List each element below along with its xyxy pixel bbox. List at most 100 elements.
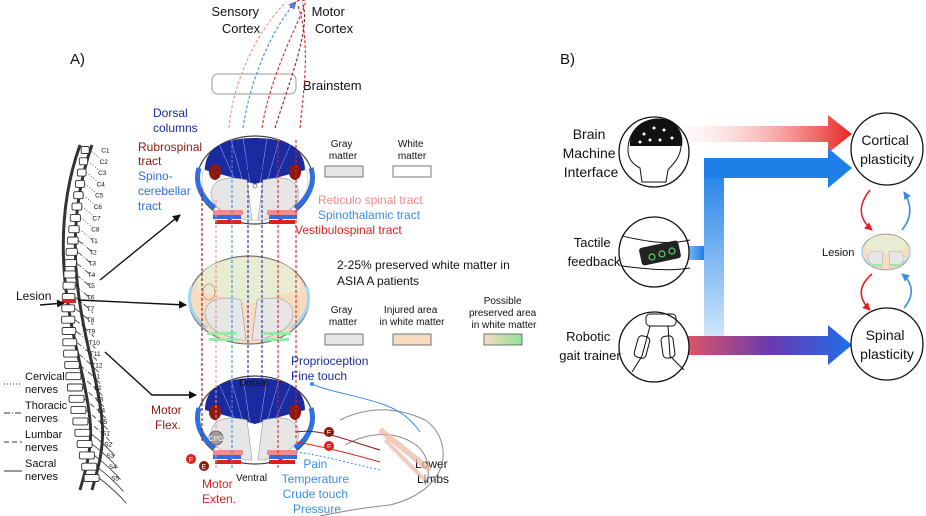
spinal-nerve bbox=[98, 477, 127, 504]
rubrospinal-label: Rubrospinal tract bbox=[138, 140, 205, 168]
vertebrae-group bbox=[61, 146, 100, 482]
cortical-plasticity-node bbox=[850, 112, 924, 186]
spinal-nerve bbox=[74, 307, 94, 325]
spinal-pathways bbox=[201, 140, 297, 470]
spinal-nerve bbox=[88, 149, 100, 159]
plasticity-loop-arrows bbox=[860, 189, 913, 311]
vertebra-label: C2 bbox=[100, 159, 109, 166]
ventral-label: Ventral bbox=[236, 473, 267, 484]
cpg-label: CPG bbox=[208, 436, 223, 443]
legend-gray-matter-mid: Gray matter bbox=[329, 305, 358, 328]
spinal-nerve bbox=[91, 443, 119, 468]
peripheral-fibers bbox=[295, 382, 421, 471]
spinal-nerve bbox=[76, 341, 98, 361]
vertebra bbox=[63, 270, 77, 279]
motor-exten-label: Motor Exten. bbox=[202, 477, 236, 506]
lower-limb-drawing bbox=[319, 409, 444, 516]
bmi-label: Brain Machine Interface bbox=[563, 126, 620, 180]
spinal-nerve bbox=[96, 466, 124, 492]
vertebra bbox=[61, 315, 76, 324]
spinal-nerve bbox=[75, 330, 96, 349]
vertebra bbox=[68, 394, 85, 403]
flow-vertical-bar bbox=[704, 166, 724, 336]
svg-text:E: E bbox=[202, 464, 207, 471]
cross-section-injured bbox=[188, 255, 310, 345]
vertebra bbox=[73, 191, 84, 200]
spinal-nerve bbox=[75, 274, 93, 290]
spinal-nerve bbox=[82, 387, 106, 409]
motor-flex-label: Motor Flex. bbox=[151, 403, 185, 432]
vertebra-label: T11 bbox=[90, 351, 101, 358]
legend-white-swatch-top bbox=[392, 165, 432, 178]
lesion-label-b: Lesion bbox=[822, 247, 854, 259]
robotic-label: Robotic gait trainer bbox=[559, 329, 621, 363]
vertebra bbox=[69, 213, 81, 222]
spine-lesion-label: Lesion bbox=[16, 289, 51, 303]
svg-text:F: F bbox=[327, 444, 331, 451]
flow-arrow-to-cortical-blue bbox=[704, 148, 852, 188]
extensor-badge-2: E bbox=[324, 427, 334, 437]
vertebra bbox=[66, 383, 83, 392]
spine-lesion-marker bbox=[62, 299, 76, 303]
panel-b-label: B) bbox=[560, 51, 575, 68]
spinal-nerve bbox=[74, 285, 93, 302]
flexor-badge-1: F bbox=[186, 454, 196, 464]
vertebra-label: C3 bbox=[98, 170, 107, 177]
vertebra bbox=[81, 462, 98, 471]
cross-section-healthy bbox=[195, 135, 315, 225]
vertebra-label: L4 bbox=[98, 408, 106, 415]
dorsal-label: Dorsal bbox=[239, 378, 268, 389]
spinothalamic-tract-label: Spinothalamic tract bbox=[318, 208, 421, 222]
vertebra-label: S3 bbox=[106, 453, 114, 460]
vertebra-label: S2 bbox=[104, 442, 112, 449]
spinal-nerve bbox=[77, 353, 99, 373]
vertebra-label: C7 bbox=[92, 215, 101, 222]
vertebra-label: T3 bbox=[88, 261, 96, 268]
vertebra bbox=[76, 440, 93, 449]
sensory-cortex-label: Sensory Cortex bbox=[211, 4, 262, 36]
vertebra-label: C1 bbox=[101, 148, 110, 155]
spinal-nerve bbox=[76, 262, 93, 278]
tactile-label: Tactile feedback bbox=[568, 235, 621, 269]
legend-gray-swatch-top bbox=[324, 165, 364, 178]
vertebra-label: T2 bbox=[89, 249, 97, 256]
flow-arrow-robotic-to-spinal bbox=[672, 325, 852, 365]
spine-lesion-pointer bbox=[39, 299, 65, 308]
spinal-nerve bbox=[77, 240, 94, 254]
panel-a-label: A) bbox=[70, 51, 85, 68]
legend-possible-swatch bbox=[483, 333, 523, 346]
vertebra bbox=[70, 406, 87, 415]
brainstem-label: Brainstem bbox=[303, 78, 362, 93]
vertebra bbox=[83, 474, 100, 482]
vertebra bbox=[78, 157, 89, 166]
spinal-nerve bbox=[76, 251, 93, 266]
vertebra bbox=[65, 372, 82, 381]
vertebra bbox=[62, 338, 78, 347]
motor-cortex-label: Motor Cortex bbox=[312, 4, 354, 36]
spinal-nerve bbox=[83, 398, 108, 421]
legend-gray-swatch-mid bbox=[324, 333, 364, 346]
spinal-nerve bbox=[85, 409, 111, 433]
proprioception-label: Proprioception Fine touch bbox=[291, 354, 372, 383]
section-pointers bbox=[77, 214, 197, 399]
spinal-nerve bbox=[87, 160, 99, 171]
spinal-plasticity-label: Spinal plasticity bbox=[860, 327, 914, 362]
vertebra-label: T10 bbox=[89, 340, 101, 347]
vertebra bbox=[68, 225, 80, 234]
bmi-node bbox=[618, 116, 690, 188]
lesion-mini-section bbox=[861, 233, 911, 271]
vertebra bbox=[61, 304, 76, 313]
spinal-nerve bbox=[74, 296, 93, 314]
spinal-nerve bbox=[80, 217, 95, 230]
flow-arrow-bmi-to-cortical bbox=[672, 115, 852, 153]
vertebra-label: T4 bbox=[88, 272, 96, 279]
vertebra-label: L2 bbox=[94, 385, 102, 392]
vertebra bbox=[62, 281, 76, 290]
spinal-nerves bbox=[74, 149, 127, 504]
spinal-nerve bbox=[94, 455, 121, 480]
